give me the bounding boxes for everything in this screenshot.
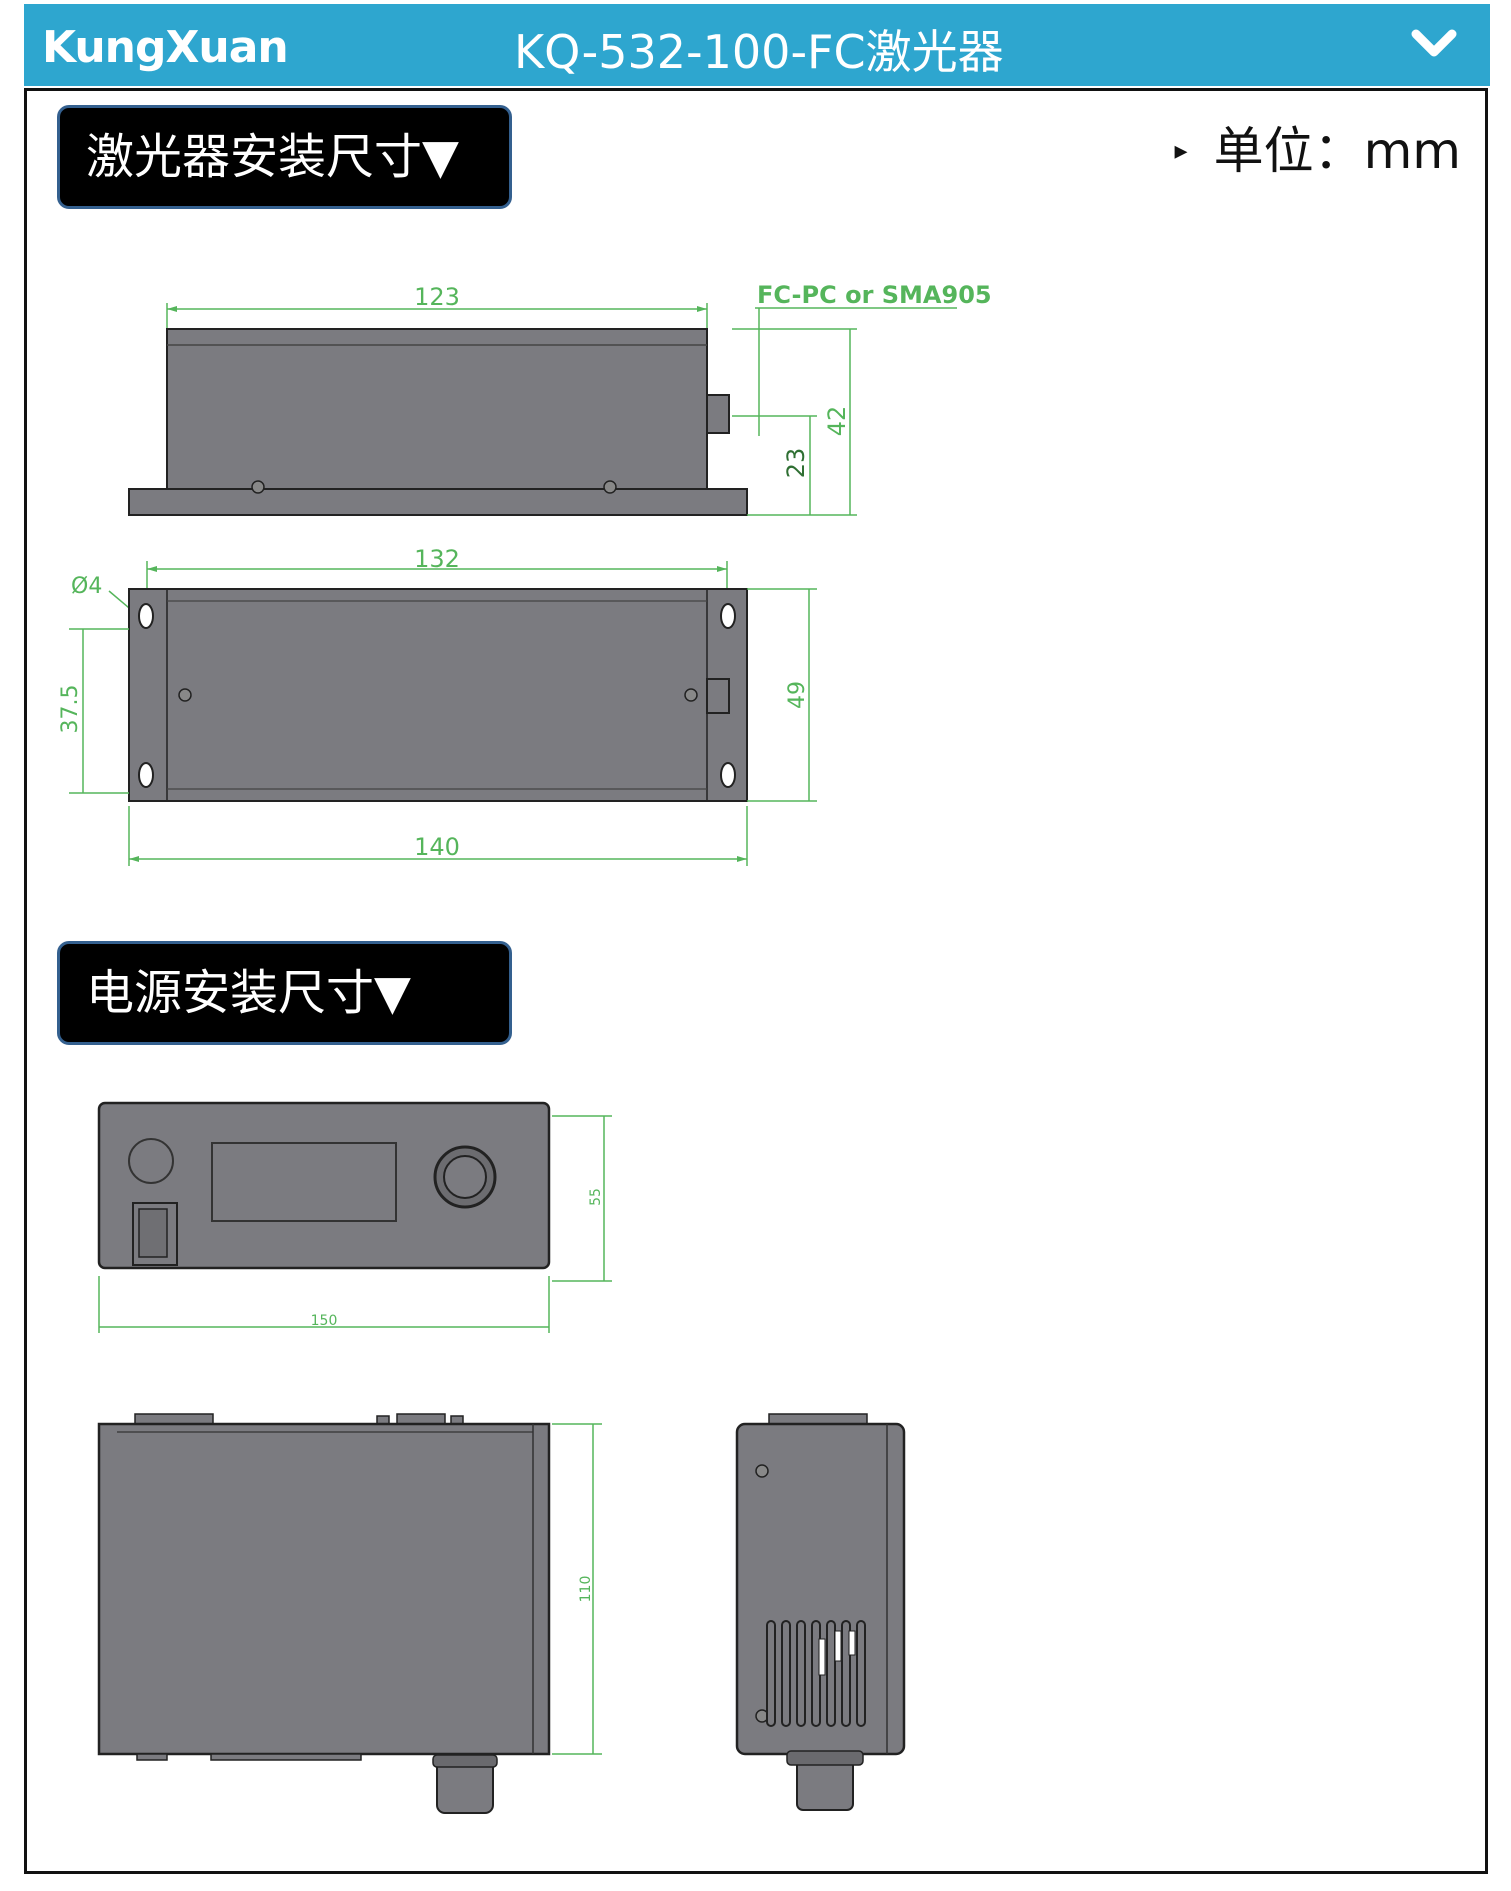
header-bar: KungXuan KQ-532-100-FC激光器 bbox=[24, 4, 1490, 86]
dim-23: 23 bbox=[782, 448, 810, 479]
dim-123: 123 bbox=[414, 283, 460, 311]
brand-logo: KungXuan bbox=[42, 22, 289, 73]
chevron-down-icon[interactable] bbox=[1408, 24, 1460, 64]
unit-label: ▸单位：mm bbox=[1174, 122, 1461, 180]
dim-140: 140 bbox=[414, 833, 460, 861]
laser-section-title: 激光器安装尺寸▼ bbox=[57, 105, 512, 209]
triangle-right-icon: ▸ bbox=[1174, 135, 1188, 166]
dim-132: 132 bbox=[414, 545, 460, 573]
dim-110: 110 bbox=[578, 1576, 594, 1603]
dim-hole-diameter: Ø4 bbox=[71, 574, 102, 599]
content-panel: 激光器安装尺寸▼ ▸单位：mm 123 FC-PC or SMA905 23 4… bbox=[24, 88, 1488, 1874]
dim-42: 42 bbox=[823, 406, 851, 437]
power-section-title: 电源安装尺寸▼ bbox=[57, 941, 512, 1045]
power-supply-drawing: 55 150 110 bbox=[97, 1101, 906, 1814]
connector-label: FC-PC or SMA905 bbox=[757, 281, 992, 309]
dim-150: 150 bbox=[311, 1313, 338, 1329]
product-title: KQ-532-100-FC激光器 bbox=[514, 25, 1004, 79]
dim-55: 55 bbox=[588, 1188, 604, 1206]
laser-side-view-drawing: 123 FC-PC or SMA905 23 42 132 Ø4 bbox=[58, 281, 992, 866]
dim-37-5: 37.5 bbox=[58, 685, 83, 734]
dim-49: 49 bbox=[785, 681, 810, 709]
